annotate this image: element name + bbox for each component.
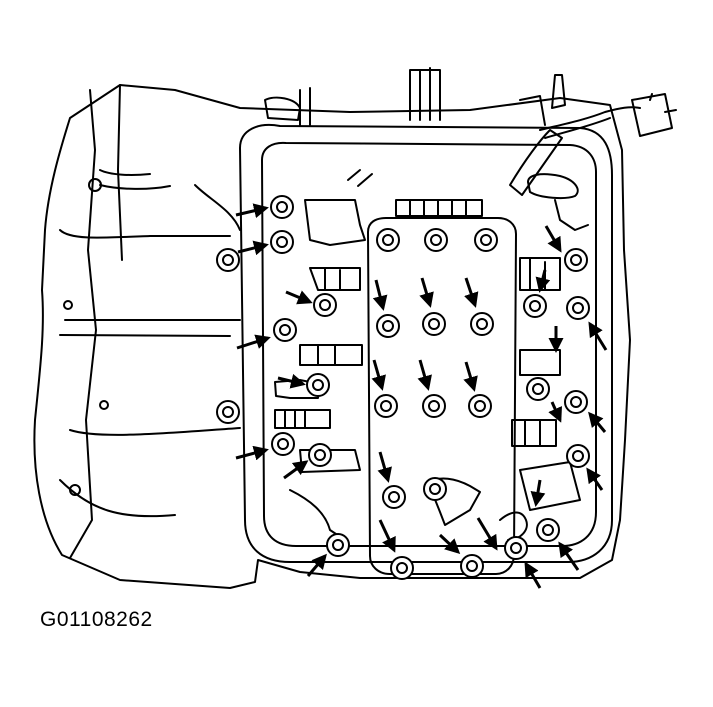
arrow-icon [524, 561, 542, 589]
arrow-icon [237, 240, 269, 256]
arrow-icon [235, 445, 269, 461]
arrow-icon [476, 517, 498, 551]
bolt [390, 556, 414, 580]
arrow-icon [588, 411, 607, 433]
bolt [504, 536, 528, 560]
bolt [326, 533, 350, 557]
figure-caption: G01108262 [40, 608, 153, 631]
arrow-icon [306, 553, 327, 577]
bolt [566, 296, 590, 320]
arrow-icon [372, 279, 388, 311]
bolt [382, 485, 406, 509]
bolt [313, 293, 337, 317]
bolt [374, 394, 398, 418]
arrow-icon [419, 277, 434, 308]
arrow-icon [530, 479, 546, 507]
arrow-icon [586, 467, 604, 491]
bolt [423, 477, 447, 501]
arrow-icon [235, 203, 269, 219]
bolt [468, 394, 492, 418]
arrow-icon [371, 359, 386, 391]
oil-pan-flange [239, 124, 613, 563]
bolt [216, 400, 240, 424]
harness-connector [631, 93, 677, 137]
arrow-icon [378, 519, 396, 553]
bolt [460, 554, 484, 578]
arrow-icon [285, 290, 313, 305]
arrow-icon [558, 541, 580, 571]
bolt [424, 228, 448, 252]
bolt [422, 394, 446, 418]
wiring-harness [539, 106, 641, 139]
arrow-icon [588, 321, 608, 351]
bolt [216, 248, 240, 272]
bolt [526, 377, 550, 401]
bolt [523, 294, 547, 318]
bolt [566, 444, 590, 468]
bolt [470, 312, 494, 336]
bolt [306, 373, 330, 397]
bolt [271, 432, 295, 456]
arrow-icon [463, 361, 478, 392]
arrow-icon [417, 359, 432, 391]
arrow-icon [535, 269, 551, 293]
arrow-icon [544, 225, 562, 253]
bolt [270, 230, 294, 254]
transmission-case-outline [33, 84, 631, 589]
arrow-icon [236, 334, 271, 350]
arrow-icon [464, 277, 479, 308]
bolt [376, 228, 400, 252]
bolt [474, 228, 498, 252]
bolt [564, 248, 588, 272]
bolt [270, 195, 294, 219]
bolt [564, 390, 588, 414]
bolt [376, 314, 400, 338]
arrow-icon [277, 373, 306, 389]
bolt [536, 518, 560, 542]
arrow-icon [283, 460, 309, 480]
arrow-icon [438, 533, 461, 555]
arrow-icon [377, 451, 392, 483]
bolt [273, 318, 297, 342]
bolt [422, 312, 446, 336]
arrow-icon [548, 401, 562, 423]
bolt [308, 443, 332, 467]
